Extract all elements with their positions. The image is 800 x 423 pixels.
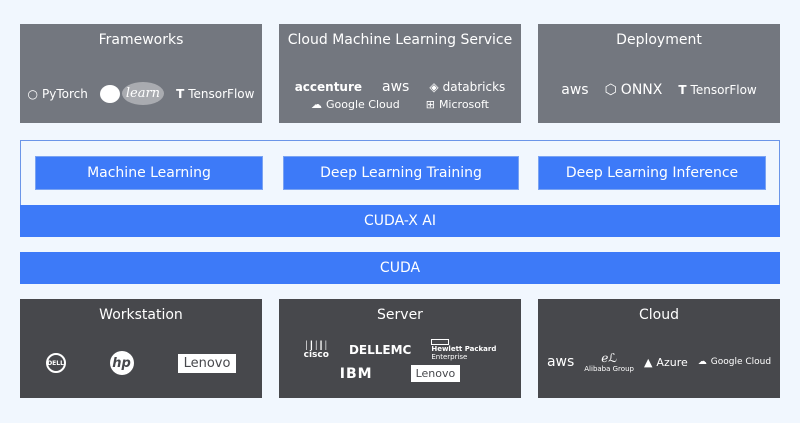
- aws-logo: aws: [382, 79, 410, 95]
- deep-learning-training-block[interactable]: Deep Learning Training: [283, 156, 519, 190]
- windows-icon: ⊞: [425, 98, 435, 111]
- panel-title: Cloud Machine Learning Service: [287, 32, 513, 48]
- cuda-bar[interactable]: CUDA: [20, 252, 780, 284]
- cuda-x-ai-bar[interactable]: CUDA-X AI: [20, 205, 780, 237]
- cloud-icon: ☁: [697, 357, 707, 367]
- cisco-icon: │┃│┃│: [304, 340, 329, 350]
- alibaba-icon: ℯℒ: [601, 351, 617, 365]
- scikit-learn-logo: learn: [99, 82, 165, 105]
- databricks-logo: ◈databricks: [429, 80, 506, 94]
- scikit-icon: [99, 84, 120, 103]
- ibm-logo: IBM: [339, 365, 373, 382]
- aws-logo: aws: [561, 82, 589, 98]
- aws-logo: aws: [546, 354, 575, 370]
- microsoft-logo: ⊞Microsoft: [425, 98, 489, 111]
- cuda-x-ai-container: Machine Learning Deep Learning Training …: [20, 140, 780, 237]
- panel-title: Cloud: [639, 307, 679, 323]
- pytorch-logo: ○PyTorch: [27, 86, 88, 101]
- databricks-icon: ◈: [429, 80, 439, 94]
- hp-logo: hp: [109, 351, 134, 375]
- pytorch-icon: ○: [27, 86, 39, 101]
- panel-title: Deployment: [616, 32, 702, 48]
- cloud-ml-service-panel: Cloud Machine Learning Service accenture…: [279, 24, 521, 123]
- azure-icon: ▲: [643, 355, 653, 369]
- deep-learning-inference-block[interactable]: Deep Learning Inference: [538, 156, 766, 190]
- server-panel: Server │┃│┃│cisco DELLEMC Hewlett Packar…: [279, 299, 521, 398]
- workstation-panel: Workstation DELL hp Lenovo: [20, 299, 262, 398]
- machine-learning-block[interactable]: Machine Learning: [35, 156, 263, 190]
- cisco-logo: │┃│┃│cisco: [303, 340, 329, 360]
- tensorflow-icon: T: [176, 86, 185, 101]
- azure-logo: ▲Azure: [643, 355, 688, 369]
- google-cloud-logo: ☁Google Cloud: [311, 98, 400, 111]
- panel-title: Server: [377, 307, 423, 323]
- panel-title: Workstation: [99, 307, 183, 323]
- dell-emc-logo: DELLEMC: [348, 343, 412, 357]
- lenovo-logo: Lenovo: [177, 353, 237, 373]
- dell-logo: DELL: [45, 353, 66, 373]
- accenture-logo: accenture: [294, 80, 363, 94]
- google-cloud-logo: ☁Google Cloud: [697, 357, 772, 367]
- hpe-icon: [431, 339, 450, 345]
- onnx-logo: ⬡ONNX: [604, 82, 663, 98]
- tensorflow-icon: T: [678, 83, 687, 97]
- panel-title: Frameworks: [98, 32, 184, 48]
- lenovo-logo: Lenovo: [410, 365, 461, 382]
- cloud-icon: ☁: [311, 98, 322, 111]
- onnx-icon: ⬡: [604, 82, 617, 98]
